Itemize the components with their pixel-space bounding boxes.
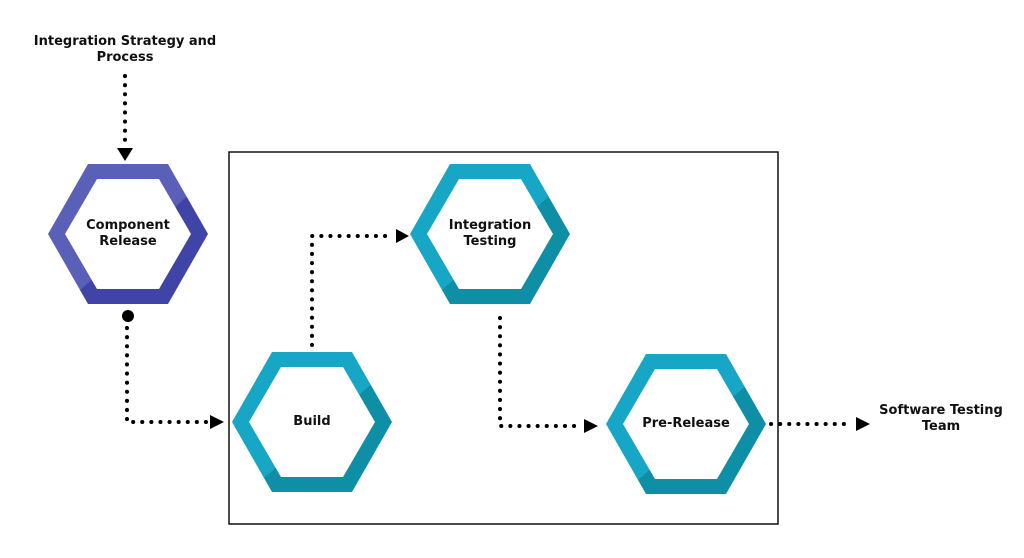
hexagon-integration-testing-inner bbox=[427, 179, 553, 289]
hexagon-build-inner bbox=[249, 367, 375, 477]
arrowhead-into-integration-testing bbox=[396, 229, 409, 243]
output-label: Software Testing Team bbox=[879, 403, 1003, 434]
integration-boundary-box bbox=[228, 151, 779, 525]
hexagon-pre-release bbox=[606, 354, 766, 494]
hexagon-component-release bbox=[48, 164, 208, 304]
hexagon-pre-release-inner bbox=[623, 369, 749, 479]
connector-start-dot bbox=[122, 310, 134, 322]
connector-integration-testing-to-pre-release bbox=[498, 316, 584, 428]
arrowhead-into-pre-release bbox=[584, 419, 598, 433]
input-label: Integration Strategy and Process bbox=[33, 34, 217, 65]
connector-component-release-to-build bbox=[125, 326, 210, 424]
build-label: Build bbox=[293, 414, 331, 429]
hexagon-component-release-inner bbox=[65, 179, 191, 289]
arrowhead-to-output bbox=[856, 417, 870, 431]
integration-testing-label: Integration Testing bbox=[448, 218, 532, 249]
arrowhead-into-component-release bbox=[117, 148, 133, 161]
hexagon-integration-testing bbox=[410, 164, 570, 304]
component-release-label: Component Release bbox=[86, 218, 170, 249]
hexagon-build bbox=[232, 352, 392, 492]
connector-build-to-integration-testing bbox=[310, 234, 394, 347]
pre-release-label: Pre-Release bbox=[642, 416, 730, 431]
arrowhead-into-build bbox=[210, 415, 224, 429]
